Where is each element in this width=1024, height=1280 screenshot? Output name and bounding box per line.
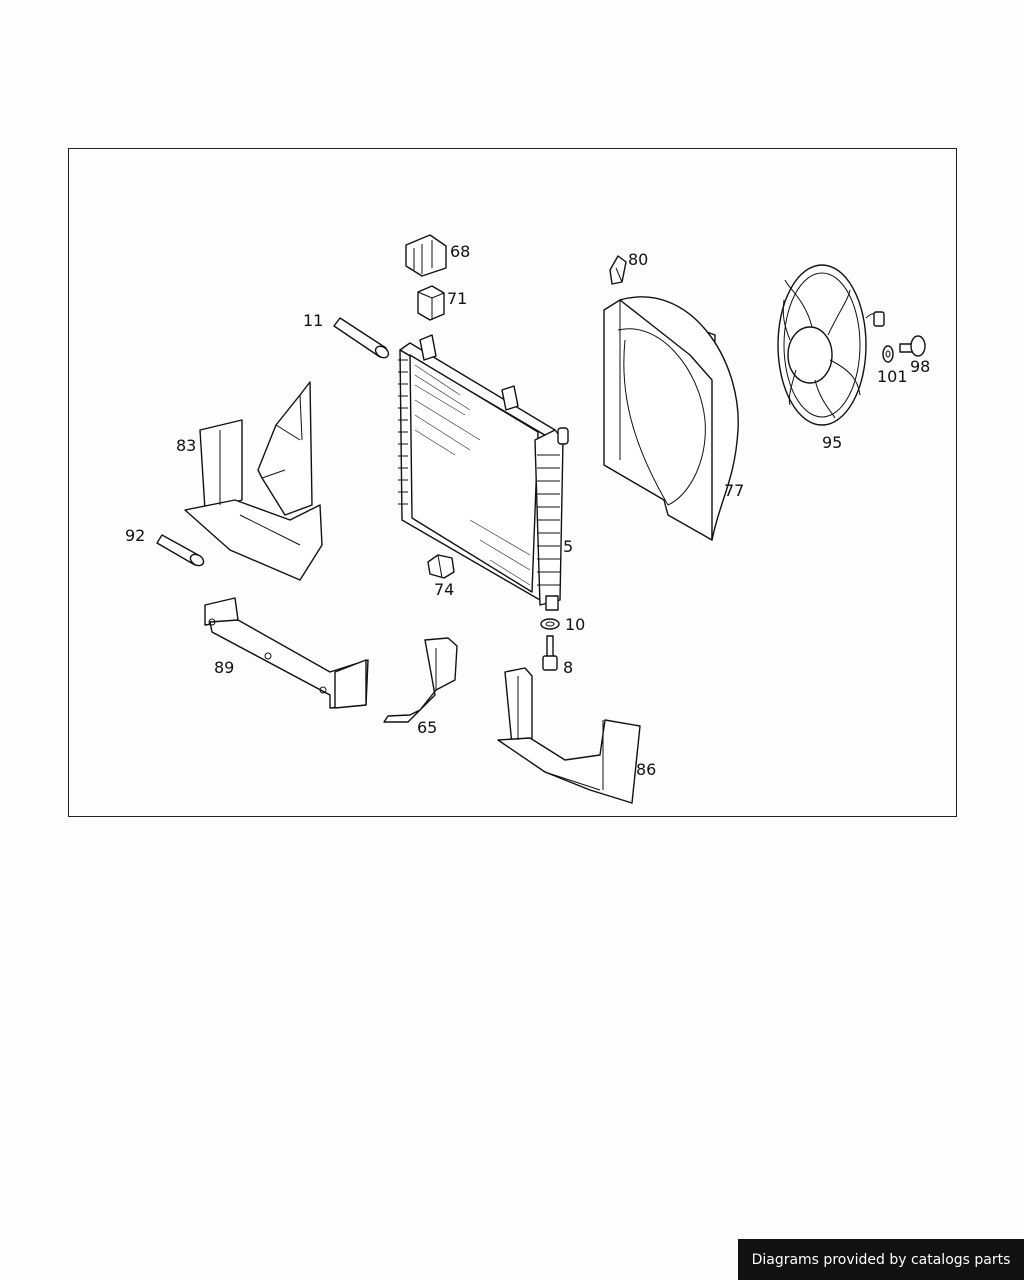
label-8: 8 — [563, 658, 573, 677]
label-11: 11 — [303, 311, 323, 330]
label-86: 86 — [636, 760, 656, 779]
credit-text: Diagrams provided by catalogs parts — [751, 1251, 1011, 1268]
part-5-radiator — [398, 334, 569, 611]
part-71-pad — [417, 285, 445, 321]
part-10-seal-ring — [540, 618, 560, 630]
label-71: 71 — [447, 289, 467, 308]
label-77: 77 — [724, 481, 744, 500]
part-77-fan-shroud — [603, 296, 739, 541]
label-68: 68 — [450, 242, 470, 261]
part-65-bracket — [383, 637, 458, 723]
label-98: 98 — [910, 357, 930, 376]
part-92-sleeve — [156, 534, 205, 567]
label-95: 95 — [822, 433, 842, 452]
part-74-cap — [427, 554, 455, 579]
part-101-washer — [882, 345, 894, 363]
credit-banner: Diagrams provided by catalogs parts — [738, 1239, 1024, 1280]
part-89-bracket — [204, 597, 369, 709]
part-8-drain-plug — [542, 635, 558, 671]
part-11-sleeve — [333, 317, 390, 359]
label-101: 101 — [877, 367, 908, 386]
label-83: 83 — [176, 436, 196, 455]
part-86-lower-guide — [497, 667, 641, 804]
label-74: 74 — [434, 580, 454, 599]
part-80-clip — [609, 255, 627, 285]
part-98-bolt — [899, 335, 926, 357]
part-95-fan — [777, 264, 885, 426]
label-80: 80 — [628, 250, 648, 269]
part-83-air-duct — [184, 381, 323, 581]
label-5: 5 — [563, 537, 573, 556]
label-89: 89 — [214, 658, 234, 677]
label-65: 65 — [417, 718, 437, 737]
label-10: 10 — [565, 615, 585, 634]
part-68-clip — [405, 234, 447, 277]
label-92: 92 — [125, 526, 145, 545]
